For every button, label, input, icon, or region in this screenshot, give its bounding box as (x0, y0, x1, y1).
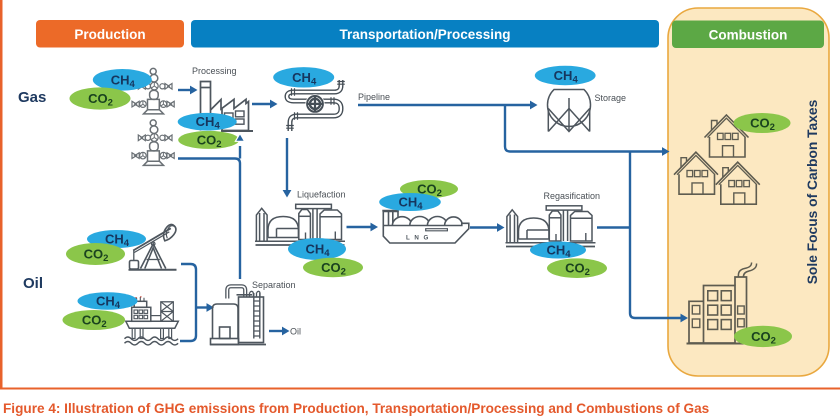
svg-text:Gas: Gas (18, 89, 46, 106)
svg-text:Processing: Processing (192, 66, 237, 76)
svg-text:CH4: CH4 (554, 68, 579, 86)
svg-text:CH4: CH4 (105, 232, 130, 250)
svg-text:CH4: CH4 (111, 72, 136, 90)
svg-text:Separation: Separation (252, 280, 296, 290)
svg-text:CH4: CH4 (546, 243, 571, 261)
svg-text:CO2: CO2 (84, 247, 109, 265)
svg-text:CO2: CO2 (565, 261, 590, 279)
svg-text:CO2: CO2 (321, 260, 346, 278)
svg-text:LNG: LNG (406, 235, 433, 242)
svg-text:CO2: CO2 (197, 132, 222, 150)
svg-text:CH4: CH4 (96, 294, 121, 312)
svg-text:Pipeline: Pipeline (358, 92, 390, 102)
svg-text:CO2: CO2 (750, 116, 775, 134)
svg-text:CO2: CO2 (88, 91, 113, 109)
svg-text:Sole Focus of Carbon Taxes: Sole Focus of Carbon Taxes (805, 99, 820, 284)
svg-text:Regasification: Regasification (544, 191, 601, 201)
svg-text:Figure 4: Illustration of GHG: Figure 4: Illustration of GHG emissions … (3, 401, 709, 416)
svg-text:Oil: Oil (290, 327, 301, 337)
svg-text:Combustion: Combustion (709, 28, 788, 43)
svg-text:Storage: Storage (595, 93, 627, 103)
svg-text:CH4: CH4 (398, 195, 423, 213)
svg-text:Oil: Oil (23, 275, 43, 292)
svg-text:Liquefaction: Liquefaction (297, 190, 346, 200)
svg-text:CO2: CO2 (751, 329, 776, 347)
svg-text:CO2: CO2 (82, 313, 107, 331)
svg-text:Production: Production (74, 27, 145, 42)
svg-text:CH4: CH4 (292, 70, 317, 88)
svg-text:CH4: CH4 (196, 114, 221, 132)
svg-text:Transportation/Processing: Transportation/Processing (339, 27, 510, 42)
svg-text:CH4: CH4 (305, 242, 330, 260)
